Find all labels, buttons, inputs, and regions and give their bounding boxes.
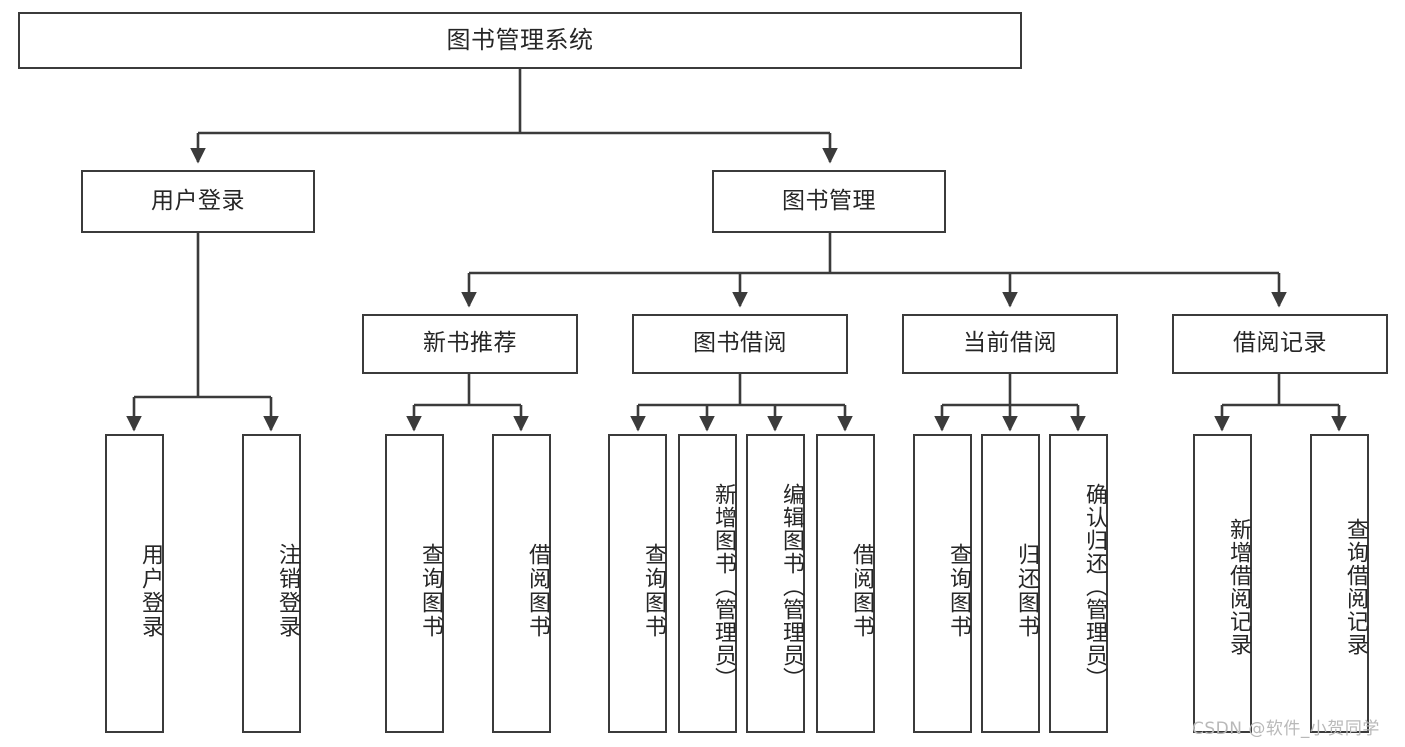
leaf-book-borrow-add-book-admin[interactable]: 新增图书（管理员） [678, 434, 737, 733]
leaf-current-borrow-return-book[interactable]: 归还图书 [981, 434, 1040, 733]
leaf-current-borrow-confirm-return-admin[interactable]: 确认归还（管理员） [1049, 434, 1108, 733]
leaf-user-login-signout[interactable]: 注销登录 [242, 434, 301, 733]
leaf-current-borrow-query-book[interactable]: 查询图书 [913, 434, 972, 733]
node-root-system[interactable]: 图书管理系统 [18, 12, 1022, 69]
leaf-book-borrow-query-book[interactable]: 查询图书 [608, 434, 667, 733]
node-new-book-recommend[interactable]: 新书推荐 [362, 314, 578, 374]
leaf-borrow-record-add-record[interactable]: 新增借阅记录 [1193, 434, 1252, 733]
leaf-new-book-query-book[interactable]: 查询图书 [385, 434, 444, 733]
leaf-borrow-record-query-record[interactable]: 查询借阅记录 [1310, 434, 1369, 733]
node-current-borrow[interactable]: 当前借阅 [902, 314, 1118, 374]
node-user-login[interactable]: 用户登录 [81, 170, 315, 233]
leaf-user-login-signin[interactable]: 用户登录 [105, 434, 164, 733]
node-book-management[interactable]: 图书管理 [712, 170, 946, 233]
leaf-new-book-borrow-book[interactable]: 借阅图书 [492, 434, 551, 733]
leaf-book-borrow-borrow-book[interactable]: 借阅图书 [816, 434, 875, 733]
leaf-book-borrow-edit-book-admin[interactable]: 编辑图书（管理员） [746, 434, 805, 733]
node-borrow-record[interactable]: 借阅记录 [1172, 314, 1388, 374]
node-book-borrow[interactable]: 图书借阅 [632, 314, 848, 374]
csdn-watermark: CSDN @软件_小贺同学 [1192, 719, 1380, 739]
